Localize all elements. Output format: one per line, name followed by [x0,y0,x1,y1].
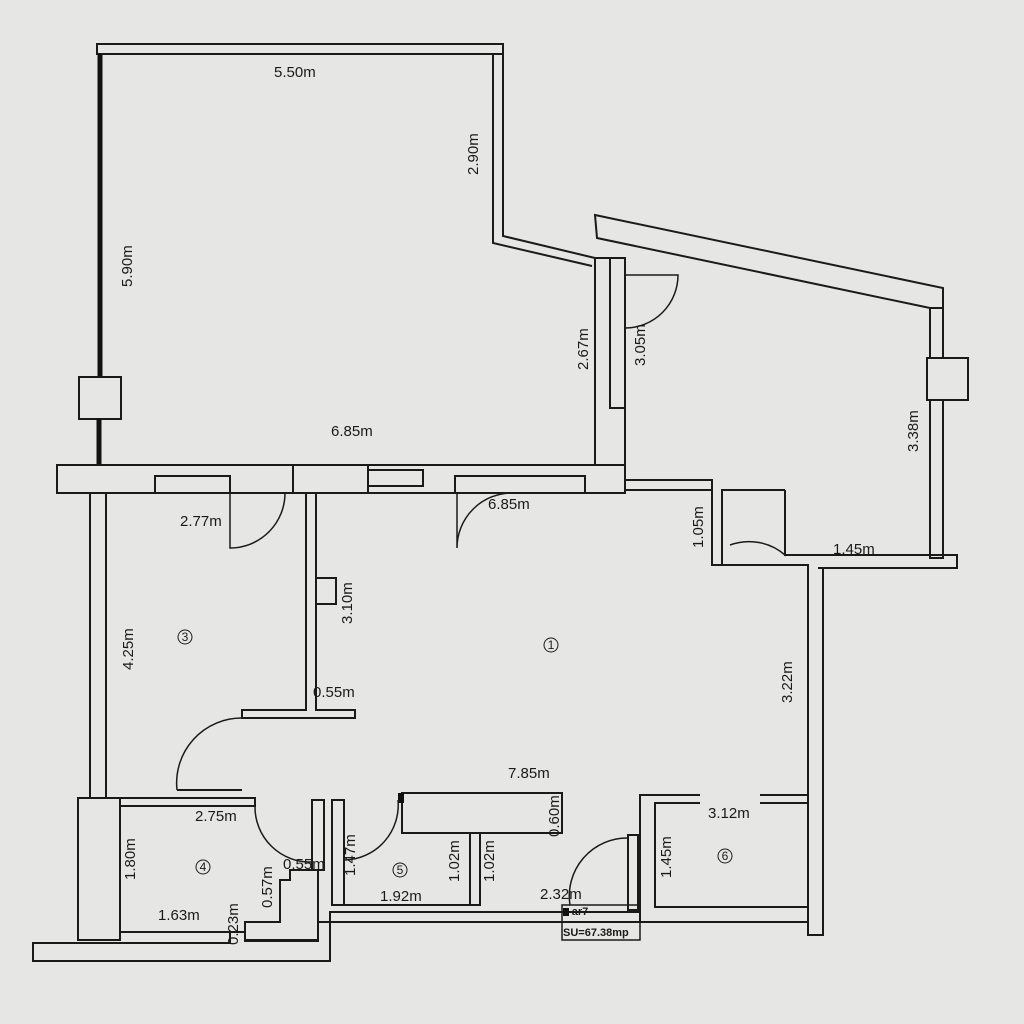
dim-left-height: 5.90m [119,245,136,287]
room-4-walls [32,797,641,962]
svg-text:3: 3 [182,630,189,644]
dim-105: 1.05m [690,506,707,548]
door-swing [624,274,679,329]
main-horizontal-wall [56,464,786,566]
stamp-mark: ar7 [572,906,589,918]
dim-right-room-height: 3.38m [905,410,922,452]
dim-room6-height: 1.45m [658,836,675,878]
room-marker-6: 6 [717,848,733,864]
dim-top-width: 5.50m [274,64,316,81]
dim-685-upper: 6.85m [331,423,373,440]
right-room-walls [593,213,969,569]
dim-055-corr: 0.55m [283,856,325,873]
dim-room4-bottom: 1.63m [158,907,200,924]
dim-055-stub: 0.55m [313,684,355,701]
room-marker-3: 3 [177,629,193,645]
room-marker-5: 5 [392,862,408,878]
dim-267: 2.67m [575,328,592,370]
dim-060: 0.60m [546,795,563,837]
svg-text:6: 6 [722,849,729,863]
room-3-walls [89,492,356,799]
room-marker-4: 4 [195,859,211,875]
dim-room4-width: 2.75m [195,808,237,825]
dim-145-right: 1.45m [833,541,875,558]
room-markers: 1 3 4 5 6 [177,629,733,878]
dim-023: 0.23m [225,903,242,945]
dim-232: 2.32m [540,886,582,903]
dim-310: 3.10m [339,582,356,624]
column [78,376,122,420]
door-swing [568,837,629,906]
dim-room4-height: 1.80m [122,838,139,880]
dim-room5-width: 1.92m [380,888,422,905]
room-5-walls [344,792,639,911]
area-stamp: ar7 SU=67.38mp [561,904,641,941]
room-6-walls [639,794,808,923]
dim-322: 3.22m [779,661,796,703]
cabinet [401,792,563,834]
dim-top-right-height: 2.90m [465,133,482,175]
dim-057: 0.57m [259,866,276,908]
door-swing [229,492,286,549]
dim-102b: 1.02m [481,840,498,882]
dim-room3-width: 2.77m [180,513,222,530]
svg-text:4: 4 [200,860,207,874]
dim-room3-height: 4.25m [120,628,137,670]
svg-text:5: 5 [397,863,404,877]
dim-102a: 1.02m [446,840,463,882]
dim-305: 3.05m [632,324,649,366]
door-swing [175,717,243,791]
main-right-wall [722,564,824,936]
column [926,357,969,401]
upper-room-walls [78,43,596,465]
stamp-area: SU=67.38mp [563,927,629,939]
dim-room6-width: 3.12m [708,805,750,822]
door-swing [344,799,399,861]
door-swing [456,492,513,549]
dim-685-lower: 6.85m [488,496,530,513]
svg-text:1: 1 [548,638,555,652]
door-swing [729,490,786,557]
room-marker-1: 1 [543,637,559,653]
dimension-labels: 5.50m 2.90m 5.90m 2.67m 3.05m 3.38m 6.85… [119,64,922,945]
dim-147: 1.47m [342,834,359,876]
door-swing [254,805,313,863]
dim-main-width: 7.85m [508,765,550,782]
